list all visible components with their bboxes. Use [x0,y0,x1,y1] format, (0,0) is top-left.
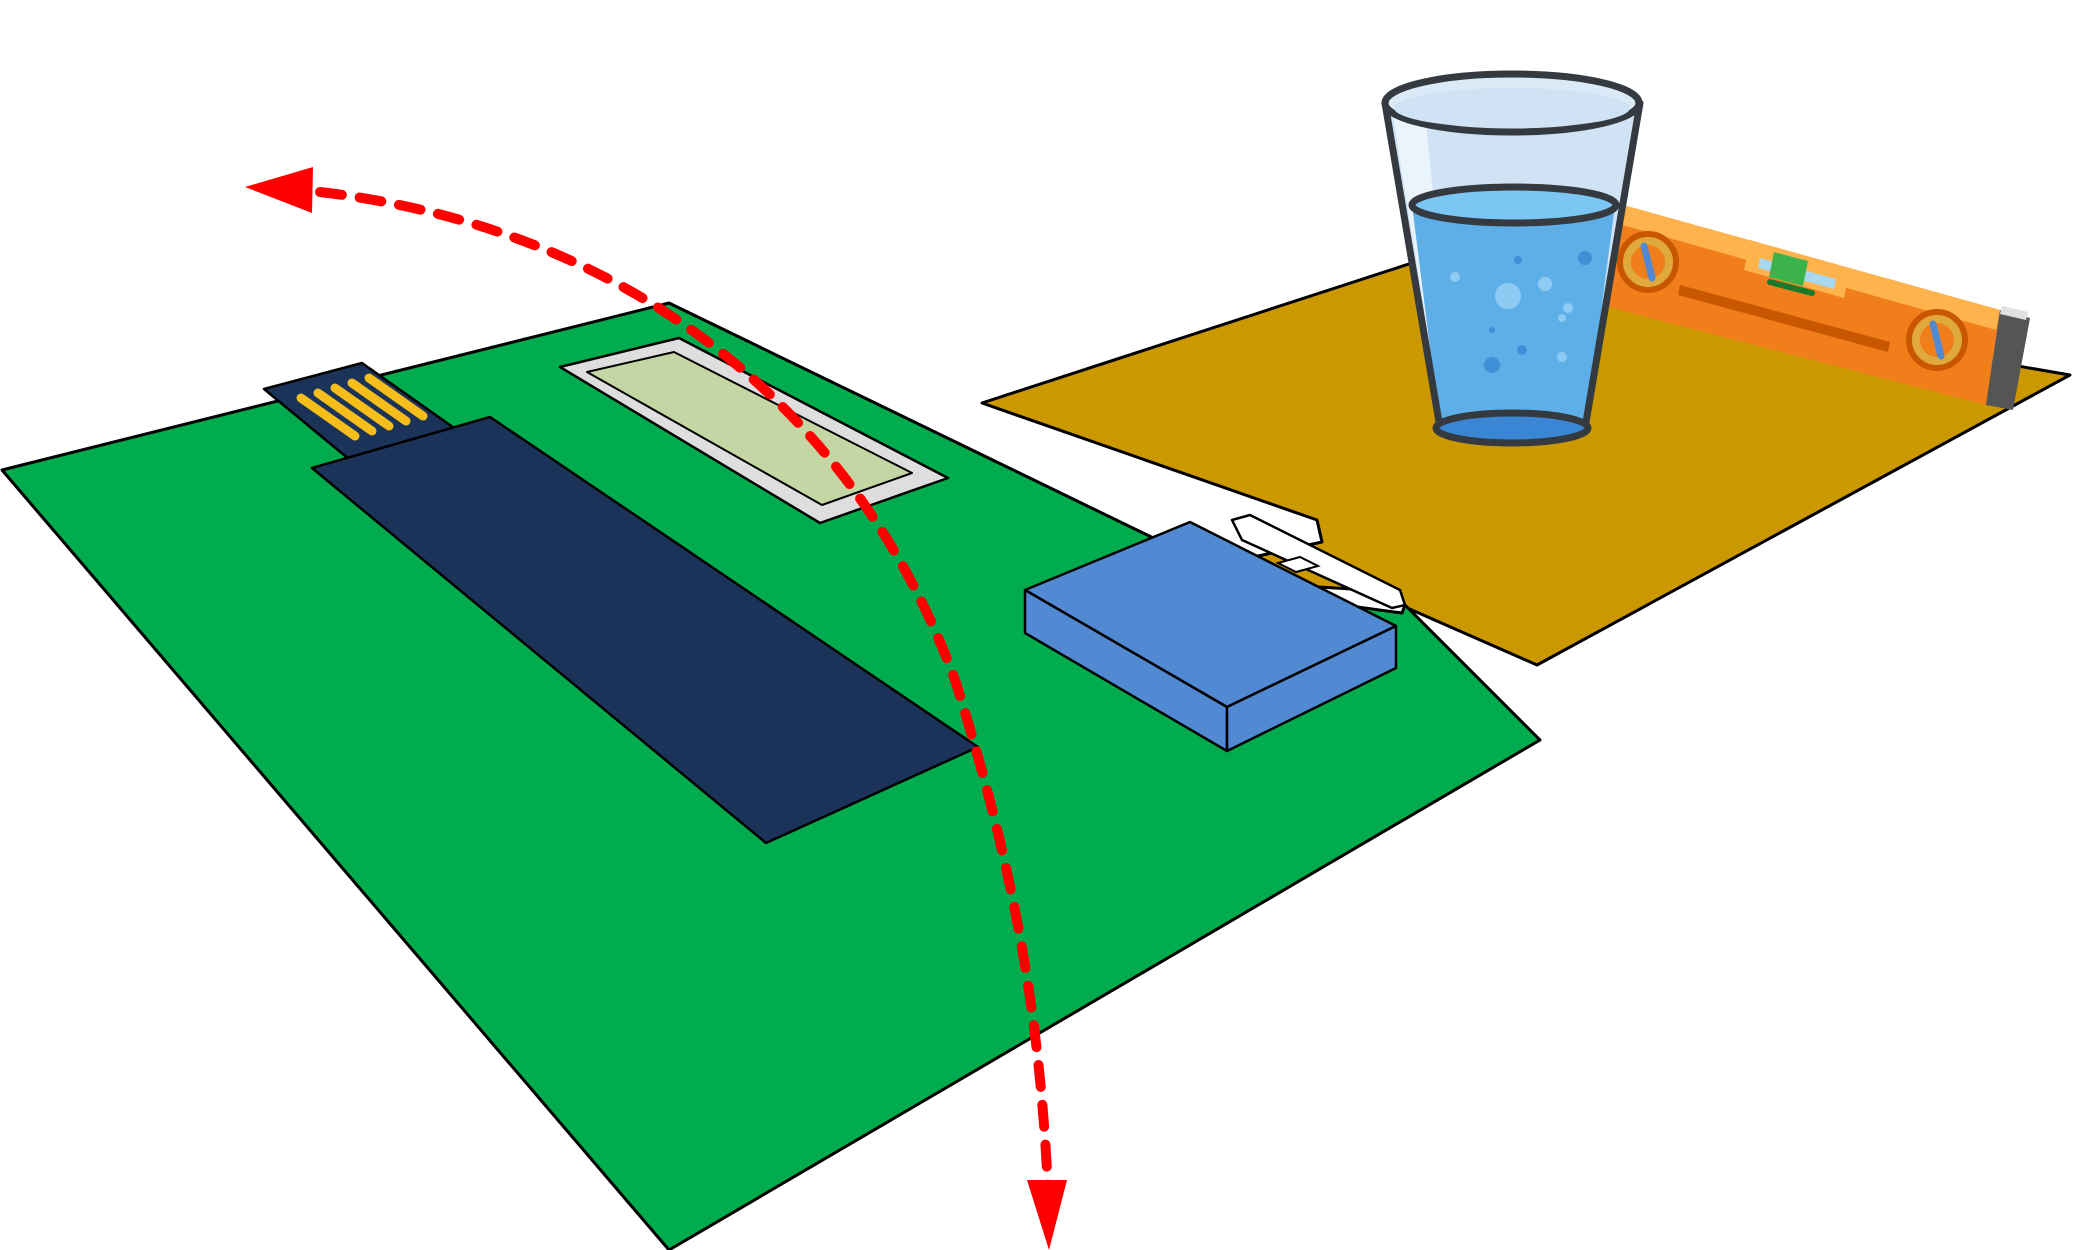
bubble [1514,256,1522,264]
bubble [1495,283,1521,309]
water-glass [1381,70,1644,447]
usb-contact [296,393,360,441]
vial-bubble-line [1929,320,1945,360]
bubble [1484,357,1500,373]
spirit-level-vial-right [1906,309,1968,371]
usb-contact [313,388,377,436]
vial-bubble-line [1640,242,1656,282]
bubble [1557,352,1567,362]
usb-contact [347,378,411,426]
rotation-arrow-path [315,187,1053,1195]
glass-left-wall [1381,99,1444,432]
bubble [1517,345,1527,355]
usb-contact [364,373,428,421]
lcd-display [558,336,950,525]
rotation-arrow [245,167,1067,1250]
bubble [1578,251,1592,265]
glass-bottom [1432,409,1592,447]
bubble [1450,272,1460,282]
lcd-screen [586,351,913,506]
usb-contact [330,383,394,431]
water-surface [1408,183,1620,227]
blue-chip-front-right [1225,624,1398,753]
water-bubbles [1450,251,1592,373]
center-vial-bubble [1769,252,1808,286]
board-connector-tab [1275,555,1321,574]
spirit-level-end-cap-light [2000,306,2028,320]
spirit-level-vial-left [1617,231,1679,293]
spirit-level [1600,203,2030,410]
glass-right-wall [1581,99,1644,432]
usb-contacts [296,373,428,441]
bubble [1489,327,1495,333]
spirit-level-center-vial [1744,240,1850,298]
spirit-level-end-cap [1986,310,2030,410]
center-vial-bubble-shadow [1767,279,1815,296]
board-connector-slot [1230,513,1407,610]
spirit-level-stripe [1678,285,1890,352]
bubble [1563,303,1573,313]
rotation-arrow-head-bottom [1027,1180,1067,1250]
blue-chip [1023,520,1398,753]
bubble [1538,277,1552,291]
spirit-level-body [1600,203,2000,405]
water-body [1412,205,1615,426]
rotation-arrow-head-left [245,167,313,213]
glass-rim-inner [1394,88,1630,128]
bubble [1558,314,1566,322]
